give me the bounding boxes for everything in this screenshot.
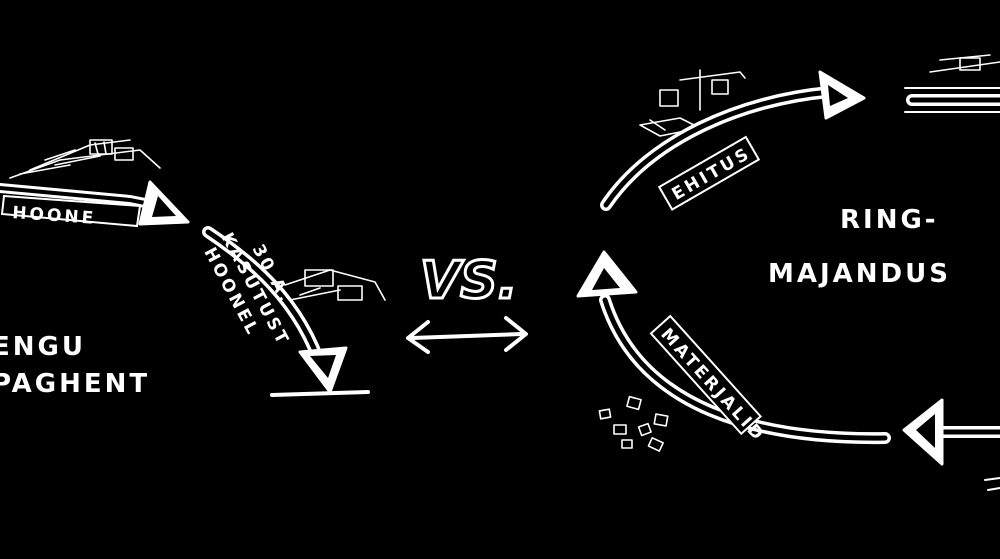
left-building-sketch (9, 139, 161, 179)
left-title-line1: ENGU (0, 332, 86, 362)
right-title-line1: RING- (840, 205, 939, 235)
vs-label: VS. (420, 251, 517, 311)
hoone-arrow (0, 180, 190, 226)
right-top-building-sketch (639, 69, 746, 137)
right-title-line2: MAJANDUS (768, 259, 951, 289)
ehitus-arrow (600, 70, 866, 211)
use-phase-arrow (202, 226, 370, 397)
right-bottom-arrow (902, 398, 1000, 491)
double-arrow (406, 316, 528, 354)
left-building-sketch-2 (284, 269, 386, 301)
right-top-right-building-sketch (929, 54, 1000, 73)
materjalid-arrow (576, 250, 891, 445)
left-title-line2: PAGHENT (0, 369, 150, 399)
right-top-arrow-stub (904, 87, 1000, 113)
material-fragments (598, 395, 669, 452)
